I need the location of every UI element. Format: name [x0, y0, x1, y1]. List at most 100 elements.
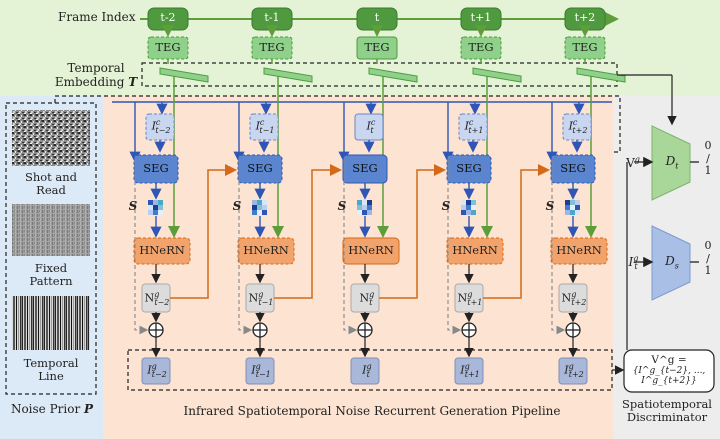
noise-item-label: Temporal Line	[23, 356, 79, 384]
s-map-cell	[158, 205, 163, 210]
frame-index-text: t-2	[160, 11, 176, 24]
generated-frame	[141, 357, 171, 385]
s-map-cell	[565, 205, 570, 210]
generated-frame	[245, 357, 275, 385]
s-map-cell	[357, 200, 362, 205]
s-symbol: S	[232, 199, 242, 213]
s-map-cell	[362, 200, 367, 205]
hnern-label: HNeRN	[139, 243, 185, 257]
generated-frame-label: Igt	[362, 362, 372, 379]
clean-frame-bypass	[134, 160, 149, 335]
spatial-discriminator-shape	[651, 225, 691, 301]
hnern-block	[550, 237, 608, 265]
seg-label: SEG	[456, 161, 482, 175]
hnern-block	[446, 237, 504, 265]
clean-frame-bypass	[551, 160, 566, 335]
s-map-cell	[158, 210, 163, 215]
recurrent-state-arrow	[274, 164, 342, 299]
seg-label: SEG	[247, 161, 273, 175]
s-map-cell	[466, 205, 471, 210]
ds-label: Ds	[665, 254, 679, 271]
embedding-vector	[159, 67, 209, 83]
seg-label: SEG	[143, 161, 169, 175]
noise-prior-box	[5, 102, 97, 395]
hnern-block	[133, 237, 191, 265]
generated-frame	[350, 357, 380, 385]
s-map-cell	[153, 210, 158, 215]
s-map-cell	[570, 210, 575, 215]
s-map-cell	[570, 205, 575, 210]
s-map-cell	[461, 210, 466, 215]
generated-noise-label: Ngt+2	[561, 290, 587, 307]
generated-frame-label: Igt+2	[564, 362, 584, 379]
s-map-cell	[158, 200, 163, 205]
seg-label: SEG	[352, 161, 378, 175]
teg-label: TEG	[572, 40, 598, 54]
s-symbol: S	[545, 199, 555, 213]
noise-prior-symbol: P	[84, 402, 94, 416]
recurrent-state-arrow	[379, 164, 446, 299]
generated-noise-label: Ngt+1	[457, 290, 483, 307]
s-map-cell	[262, 200, 267, 205]
s-map-cell	[148, 205, 153, 210]
s-map-cell	[357, 210, 362, 215]
s-map-cell	[565, 210, 570, 215]
generated-noise-label: Ngt	[359, 290, 375, 307]
s-map-cell	[565, 200, 570, 205]
s-map-cell	[257, 210, 262, 215]
s-map-cell	[461, 200, 466, 205]
clean-frame-bypass	[343, 160, 358, 335]
s-map-cell	[461, 205, 466, 210]
generated-noise-label: Ngt−1	[248, 290, 274, 307]
s-map-cell	[471, 210, 476, 215]
temporal-line-noise-image	[12, 296, 90, 350]
hnern-label: HNeRN	[243, 243, 289, 257]
dt-output: 0 / 1	[704, 139, 712, 178]
s-map-cell	[471, 200, 476, 205]
generated-frame	[454, 357, 484, 385]
hnern-block	[237, 237, 295, 265]
embedding-vector	[368, 67, 418, 83]
frame-index-text: t+2	[574, 11, 596, 24]
generated-frame-label: Igt−1	[251, 362, 271, 379]
clean-frame-label: Ict−2	[151, 118, 171, 135]
clean-frame-label: Ict	[366, 118, 376, 135]
s-map-cell	[367, 205, 372, 210]
clean-frame-label: Ict−1	[255, 118, 275, 135]
s-map-cell	[262, 210, 267, 215]
s-map-cell	[367, 200, 372, 205]
itg-label: Igt	[628, 254, 639, 272]
s-map-cell	[153, 200, 158, 205]
temporal-discriminator-shape	[651, 125, 691, 201]
embedding-vector	[472, 67, 522, 83]
s-map-cell	[257, 205, 262, 210]
teg-label: TEG	[259, 40, 285, 54]
s-map-cell	[466, 200, 471, 205]
noise-item-label: Fixed Pattern	[29, 261, 73, 289]
frame-index-label: Frame Index	[58, 10, 136, 24]
s-symbol: S	[337, 199, 347, 213]
s-map-cell	[466, 210, 471, 215]
teg-label: TEG	[468, 40, 494, 54]
teg-label: TEG	[364, 40, 390, 54]
shot-read-noise-image	[12, 110, 90, 166]
ds-output: 0 / 1	[704, 239, 712, 278]
hnern-label: HNeRN	[452, 243, 498, 257]
fixed-pattern-noise-image	[12, 204, 90, 256]
s-map-cell	[252, 200, 257, 205]
dt-label: Dt	[665, 154, 679, 171]
pipeline-panel	[103, 96, 613, 439]
s-map-cell	[575, 210, 580, 215]
clean-frame-label: Ict+2	[568, 118, 588, 135]
temporal-embedding-label: Temporal Embedding T	[54, 61, 138, 89]
embedding-vector	[263, 67, 313, 83]
s-map-cell	[575, 200, 580, 205]
s-symbol: S	[441, 199, 451, 213]
noise-prior-loop	[54, 95, 621, 153]
s-map-cell	[153, 205, 158, 210]
hnern-block	[342, 237, 400, 265]
seg-label: SEG	[560, 161, 586, 175]
generated-frame-label: Igt+1	[460, 362, 480, 379]
teg-label: TEG	[155, 40, 181, 54]
